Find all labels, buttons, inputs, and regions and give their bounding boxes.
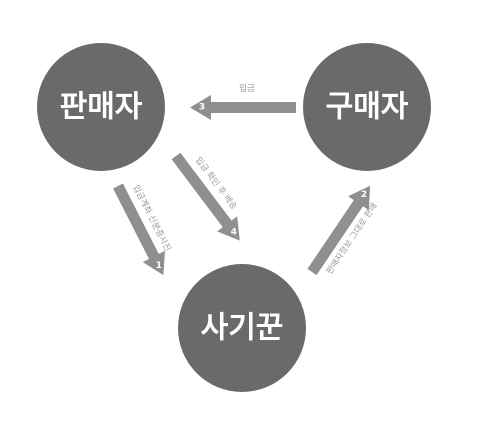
- arrow-scammer-to-buyer: 2 판매자정보 그대로 판매: [307, 185, 380, 276]
- arrow-buyer-to-seller: 3 입금: [190, 84, 296, 120]
- node-scammer: 사기꾼: [178, 264, 306, 392]
- node-seller: 판매자: [37, 43, 165, 171]
- step-number-2: 2: [361, 190, 367, 200]
- step-number-3: 3: [199, 103, 205, 113]
- node-label-seller: 판매자: [60, 90, 143, 125]
- node-label-scammer: 사기꾼: [201, 311, 284, 346]
- step-number-4: 4: [231, 228, 237, 238]
- edge-label-deposit: 입금: [239, 84, 255, 94]
- arrow-seller-to-scammer: 4 입금 확인 후 배송: [171, 152, 240, 241]
- step-number-1: 1: [156, 261, 162, 271]
- node-label-buyer: 구매자: [326, 90, 409, 125]
- arrow-scammer-to-seller: 1 입금계좌 신분증사진: [113, 183, 173, 276]
- node-buyer: 구매자: [303, 43, 431, 171]
